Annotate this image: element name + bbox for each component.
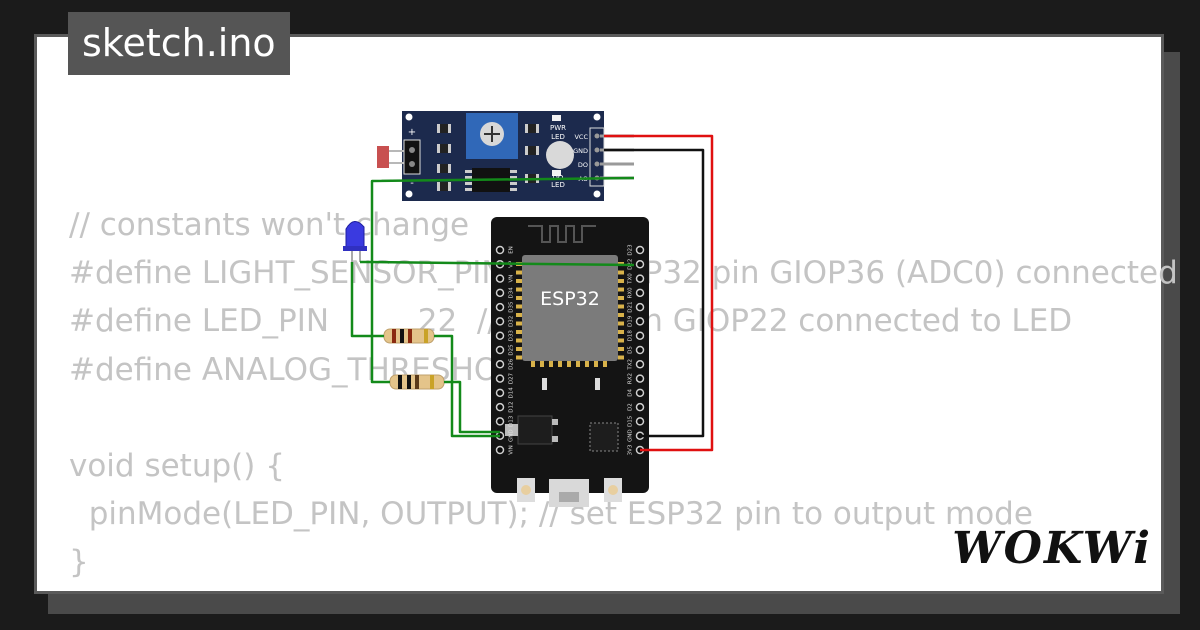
- esp32-module: [522, 255, 618, 361]
- esp32-pin-label: D19: [628, 315, 634, 327]
- filename-tab[interactable]: sketch.ino: [68, 12, 290, 75]
- esp32-pin-left[interactable]: [495, 417, 505, 426]
- esp32-pin-right[interactable]: [635, 274, 645, 283]
- esp32-pin-label: TX0: [628, 273, 634, 285]
- plus-label: +: [408, 127, 416, 138]
- light-sensor-module[interactable]: + - PWR LED DO LED VC: [377, 111, 634, 201]
- esp32-pin-left[interactable]: [495, 245, 505, 255]
- blue-led[interactable]: [343, 221, 367, 262]
- esp32-pin-label: D4: [628, 388, 634, 396]
- esp32-pin-label: D2: [628, 403, 634, 411]
- esp32-pin-label: VN: [509, 275, 515, 283]
- wire-res1-gnd: [434, 334, 500, 438]
- sensor-pin[interactable]: [594, 133, 600, 139]
- do-led-label-line2: LED: [551, 181, 565, 189]
- esp32-pin-right[interactable]: [635, 288, 645, 298]
- esp32-pin-right[interactable]: [635, 331, 645, 340]
- wokwi-logo: WOKWi: [952, 523, 1152, 574]
- photoresistor[interactable]: [377, 146, 389, 168]
- esp32-pin-right[interactable]: [635, 317, 645, 326]
- esp32-pin-right[interactable]: [635, 360, 645, 369]
- esp32-pin-right[interactable]: [635, 388, 645, 398]
- esp32-pin-label: GND: [509, 429, 515, 442]
- code-line: // constants won't change: [69, 207, 470, 243]
- wire-gnd: [604, 148, 705, 438]
- esp32-board[interactable]: ESP32 ENVPVND34D35D32D33D25D26D27D14D12D…: [491, 217, 649, 507]
- sensor-pin-label: VCC: [574, 133, 588, 141]
- sensor-led: [546, 141, 574, 169]
- wire-led-cathode: [350, 262, 384, 338]
- esp32-pin-label: RX0: [628, 287, 634, 299]
- esp32-pin-left[interactable]: [495, 445, 505, 455]
- resistor-led[interactable]: [372, 328, 440, 344]
- esp32-pin-left[interactable]: [495, 331, 505, 340]
- esp32-pin-right[interactable]: [635, 245, 645, 255]
- esp32-pin-label: D34: [509, 287, 515, 299]
- sensor-pin-label: DO: [578, 161, 588, 169]
- esp32-pin-left[interactable]: [495, 360, 505, 369]
- esp32-pin-label: D5: [628, 346, 634, 354]
- esp32-pin-right[interactable]: [635, 402, 645, 412]
- sensor-pin[interactable]: [594, 161, 600, 167]
- esp32-pin-left[interactable]: [495, 288, 505, 298]
- esp32-pin-label: D35: [509, 301, 515, 313]
- esp32-pin-label: D12: [509, 402, 515, 413]
- esp32-pin-label: D25: [509, 344, 515, 356]
- esp32-pin-left[interactable]: [495, 302, 505, 312]
- esp32-pin-right[interactable]: [635, 417, 645, 426]
- esp32-pin-right[interactable]: [635, 260, 645, 269]
- esp32-pin-label: D26: [509, 358, 515, 370]
- esp32-pin-right[interactable]: [635, 302, 645, 312]
- code-line: }: [69, 544, 89, 581]
- wire-res2-gnd: [444, 380, 500, 434]
- esp32-pin-label: D32: [509, 316, 515, 327]
- code-line: pinMode(LED_PIN, OUTPUT); // set ESP32 p…: [69, 496, 1033, 533]
- wire-sensor-ao: [370, 176, 635, 384]
- wire-led-anode: [360, 260, 635, 267]
- esp32-pin-label: D13: [509, 415, 515, 427]
- esp32-pin-right[interactable]: [635, 345, 645, 355]
- pwr-led-label-line1: PWR: [550, 124, 566, 132]
- code-line: void setup() {: [69, 447, 285, 484]
- pwr-led-label-line2: LED: [551, 133, 565, 141]
- sensor-pin-label: GND: [573, 147, 588, 155]
- esp32-pin-label: VIN: [509, 445, 515, 455]
- esp32-pin-label: D15: [628, 415, 634, 427]
- esp32-pin-left[interactable]: [495, 402, 505, 412]
- esp32-pin-label: D33: [509, 330, 515, 342]
- esp32-pin-label: GND: [628, 429, 634, 442]
- sensor-pin[interactable]: [594, 147, 600, 153]
- minus-label: -: [410, 178, 414, 189]
- esp32-pin-label: D14: [509, 387, 515, 399]
- esp32-title: ESP32: [540, 288, 600, 310]
- esp32-pin-left[interactable]: [495, 388, 505, 398]
- esp32-pin-label: TX2: [628, 359, 634, 371]
- esp32-pin-left[interactable]: [495, 317, 505, 326]
- esp32-pin-label: EN: [509, 246, 515, 254]
- esp32-pin-label: D21: [628, 302, 634, 313]
- esp32-pin-label: D23: [628, 244, 634, 256]
- wire-vcc: [604, 134, 714, 452]
- esp32-pin-label: 3V3: [628, 444, 634, 455]
- esp32-pin-label: D18: [628, 330, 634, 342]
- esp32-pin-left[interactable]: [495, 274, 505, 283]
- esp32-pin-label: RX2: [628, 373, 634, 384]
- esp32-pin-label: D27: [509, 372, 515, 384]
- esp32-pin-right[interactable]: [635, 374, 645, 383]
- esp32-pin-left[interactable]: [495, 345, 505, 355]
- esp32-pin-left[interactable]: [495, 374, 505, 383]
- wires: [350, 134, 714, 452]
